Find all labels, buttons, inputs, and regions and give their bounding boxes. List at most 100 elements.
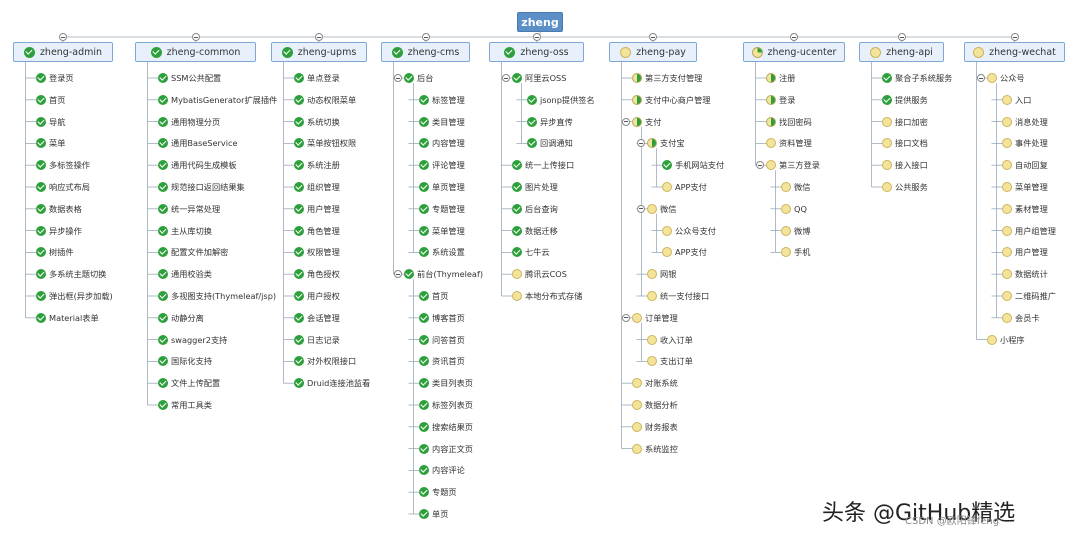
- tree-node[interactable]: 统一支付接口: [647, 289, 709, 303]
- tree-node[interactable]: 支出订单: [647, 354, 693, 368]
- tree-node[interactable]: 用户组管理: [1002, 224, 1056, 238]
- tree-node[interactable]: 消息处理: [1002, 115, 1048, 129]
- tree-node[interactable]: 组织管理: [294, 180, 340, 194]
- tree-node[interactable]: 问答首页: [419, 333, 465, 347]
- tree-node[interactable]: 网银: [647, 267, 676, 281]
- tree-node[interactable]: 公共服务: [882, 180, 928, 194]
- collapse-toggle[interactable]: [637, 204, 645, 213]
- tree-node[interactable]: 自动回复: [1002, 158, 1048, 172]
- tree-node[interactable]: 异步操作: [36, 224, 82, 238]
- tree-node[interactable]: jsonp提供签名: [527, 93, 595, 107]
- tree-node[interactable]: 系统设置: [419, 245, 465, 259]
- collapse-toggle[interactable]: [502, 74, 510, 82]
- tree-node[interactable]: 阿里云OSS: [512, 71, 566, 85]
- tree-node[interactable]: 专题页: [419, 485, 457, 499]
- tree-node[interactable]: 公众号支付: [662, 224, 716, 238]
- module-5[interactable]: zheng-pay: [609, 42, 697, 62]
- tree-node[interactable]: 主从库切换: [158, 224, 212, 238]
- tree-node[interactable]: 配置文件加解密: [158, 245, 228, 259]
- tree-node[interactable]: 内容管理: [419, 136, 465, 150]
- tree-node[interactable]: 手机: [781, 245, 810, 259]
- tree-node[interactable]: 类目列表页: [419, 376, 473, 390]
- tree-node[interactable]: 统一异常处理: [158, 202, 220, 216]
- tree-node[interactable]: 素材管理: [1002, 202, 1048, 216]
- tree-node[interactable]: 通用校验类: [158, 267, 212, 281]
- collapse-toggle[interactable]: [897, 33, 906, 41]
- tree-node[interactable]: APP支付: [662, 245, 707, 259]
- tree-node[interactable]: 内容评论: [419, 463, 465, 477]
- tree-node[interactable]: 系统注册: [294, 158, 340, 172]
- tree-node[interactable]: 评论管理: [419, 158, 465, 172]
- tree-node[interactable]: 菜单管理: [1002, 180, 1048, 194]
- tree-node[interactable]: 登录页: [36, 71, 74, 85]
- tree-node[interactable]: 通用BaseService: [158, 136, 238, 150]
- tree-node[interactable]: 首页: [36, 93, 65, 107]
- tree-node[interactable]: 国际化支持: [158, 354, 212, 368]
- tree-node[interactable]: 会员卡: [1002, 311, 1040, 325]
- tree-node[interactable]: 手机网站支付: [662, 158, 724, 172]
- tree-node[interactable]: 注册: [766, 71, 795, 85]
- tree-node[interactable]: 后台: [404, 71, 433, 85]
- tree-node[interactable]: 多系统主题切换: [36, 267, 106, 281]
- collapse-toggle[interactable]: [59, 33, 67, 41]
- tree-node[interactable]: 标签列表页: [419, 398, 473, 412]
- module-8[interactable]: zheng-wechat: [964, 42, 1065, 62]
- tree-node[interactable]: 数据表格: [36, 202, 82, 216]
- tree-node[interactable]: 收入订单: [647, 333, 693, 347]
- tree-node[interactable]: 微博: [781, 224, 810, 238]
- tree-node[interactable]: 回调通知: [527, 136, 573, 150]
- tree-node[interactable]: 用户管理: [294, 202, 340, 216]
- tree-node[interactable]: 菜单管理: [419, 224, 465, 238]
- tree-node[interactable]: 标签管理: [419, 93, 465, 107]
- collapse-toggle[interactable]: [532, 33, 541, 41]
- collapse-toggle[interactable]: [191, 33, 200, 41]
- collapse-toggle[interactable]: [421, 33, 430, 41]
- tree-node[interactable]: 订单管理: [632, 311, 678, 325]
- tree-node[interactable]: 支付宝: [647, 136, 685, 150]
- tree-node[interactable]: 腾讯云COS: [512, 267, 567, 281]
- tree-node[interactable]: 搜索结果页: [419, 420, 473, 434]
- tree-node[interactable]: 接口加密: [882, 115, 928, 129]
- tree-node[interactable]: 通用物理分页: [158, 115, 220, 129]
- tree-node[interactable]: 入口: [1002, 93, 1031, 107]
- tree-node[interactable]: 微信: [647, 202, 676, 216]
- tree-node[interactable]: 规范接口返回结果集: [158, 180, 245, 194]
- module-0[interactable]: zheng-admin: [13, 42, 113, 62]
- tree-node[interactable]: 动态权限菜单: [294, 93, 356, 107]
- tree-node[interactable]: 通用代码生成模板: [158, 158, 237, 172]
- tree-node[interactable]: 财务报表: [632, 420, 678, 434]
- tree-node[interactable]: SSM公共配置: [158, 71, 221, 85]
- collapse-toggle[interactable]: [622, 117, 630, 126]
- collapse-toggle[interactable]: [637, 139, 645, 148]
- collapse-toggle[interactable]: [622, 313, 630, 322]
- tree-node[interactable]: 多视图支持(Thymeleaf/jsp): [158, 289, 276, 303]
- tree-node[interactable]: 响应式布局: [36, 180, 90, 194]
- tree-node[interactable]: 七牛云: [512, 245, 550, 259]
- tree-node[interactable]: 对账系统: [632, 376, 678, 390]
- tree-node[interactable]: 单页: [419, 507, 448, 521]
- module-6[interactable]: zheng-ucenter: [743, 42, 845, 62]
- collapse-toggle[interactable]: [394, 270, 402, 279]
- tree-node[interactable]: 单页管理: [419, 180, 465, 194]
- collapse-toggle[interactable]: [649, 33, 657, 41]
- tree-node[interactable]: 二维码推广: [1002, 289, 1056, 303]
- tree-node[interactable]: 博客首页: [419, 311, 465, 325]
- module-1[interactable]: zheng-common: [135, 42, 256, 62]
- collapse-toggle[interactable]: [315, 33, 323, 41]
- tree-node[interactable]: 资讯首页: [419, 354, 465, 368]
- tree-node[interactable]: 登录: [766, 93, 795, 107]
- tree-node[interactable]: Druid连接池监看: [294, 376, 370, 390]
- tree-node[interactable]: 微信: [781, 180, 810, 194]
- collapse-toggle[interactable]: [1010, 33, 1019, 41]
- tree-node[interactable]: 支付中心商户管理: [632, 93, 711, 107]
- tree-node[interactable]: 数据迁移: [512, 224, 558, 238]
- tree-node[interactable]: 角色授权: [294, 267, 340, 281]
- tree-node[interactable]: 树插件: [36, 245, 74, 259]
- tree-node[interactable]: 多标签操作: [36, 158, 90, 172]
- tree-node[interactable]: 内容正文页: [419, 442, 473, 456]
- tree-node[interactable]: 聚合子系统服务: [882, 71, 952, 85]
- tree-node[interactable]: 日志记录: [294, 333, 340, 347]
- module-2[interactable]: zheng-upms: [271, 42, 367, 62]
- tree-node[interactable]: 小程序: [987, 333, 1025, 347]
- tree-node[interactable]: 统一上传接口: [512, 158, 574, 172]
